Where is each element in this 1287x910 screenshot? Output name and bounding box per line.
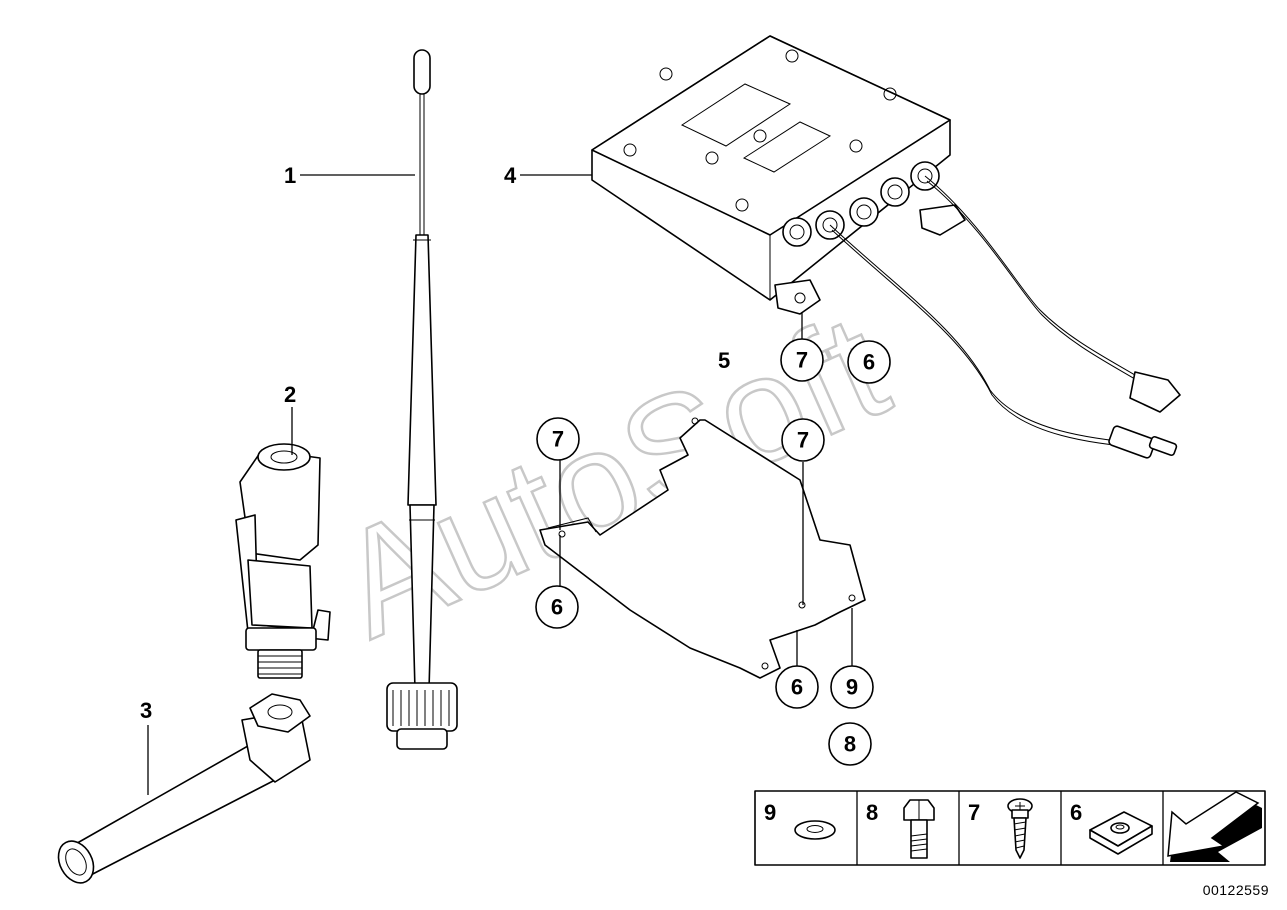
parts-legend: 9 8 7 6 [754, 790, 1266, 866]
direction-arrow-icon [1167, 791, 1262, 862]
callout-2: 2 [284, 382, 296, 407]
legend-number-9: 9 [764, 800, 776, 825]
antenna-rod [386, 49, 458, 750]
legend-number-6: 6 [1070, 800, 1082, 825]
cable-elbow [57, 693, 311, 884]
circle-callout-unit-7: 7 [780, 338, 824, 382]
circle-callout-bracket-9: 9 [830, 665, 874, 709]
callout-5: 5 [718, 348, 730, 373]
svg-text:7: 7 [797, 428, 809, 453]
svg-text:8: 8 [844, 732, 856, 757]
circle-callout-bracket-8: 8 [828, 722, 872, 766]
screw-icon [1007, 798, 1033, 859]
circle-callout-bracket-left-6: 6 [535, 585, 579, 629]
svg-text:7: 7 [552, 427, 564, 452]
antenna-adapter [235, 443, 331, 679]
svg-text:9: 9 [846, 675, 858, 700]
callout-4: 4 [504, 163, 517, 188]
svg-text:6: 6 [863, 350, 875, 375]
washer-icon [794, 820, 836, 840]
hex-bolt-icon [903, 799, 935, 859]
circle-callout-bracket-bottom-6: 6 [775, 665, 819, 709]
leader-lines [147, 174, 853, 795]
svg-text:6: 6 [551, 595, 563, 620]
mounting-bracket [539, 417, 866, 679]
circle-callout-bracket-left-7: 7 [536, 417, 580, 461]
callout-1: 1 [284, 163, 296, 188]
svg-text:6: 6 [791, 675, 803, 700]
control-unit [591, 35, 1181, 459]
clip-nut-icon [1089, 811, 1153, 855]
svg-text:7: 7 [796, 348, 808, 373]
document-number: 00122559 [1202, 882, 1269, 898]
legend-number-8: 8 [866, 800, 878, 825]
circle-callout-unit-6: 6 [847, 340, 891, 384]
legend-number-7: 7 [968, 800, 980, 825]
circle-callout-bracket-top-7: 7 [781, 418, 825, 462]
callout-3: 3 [140, 698, 152, 723]
